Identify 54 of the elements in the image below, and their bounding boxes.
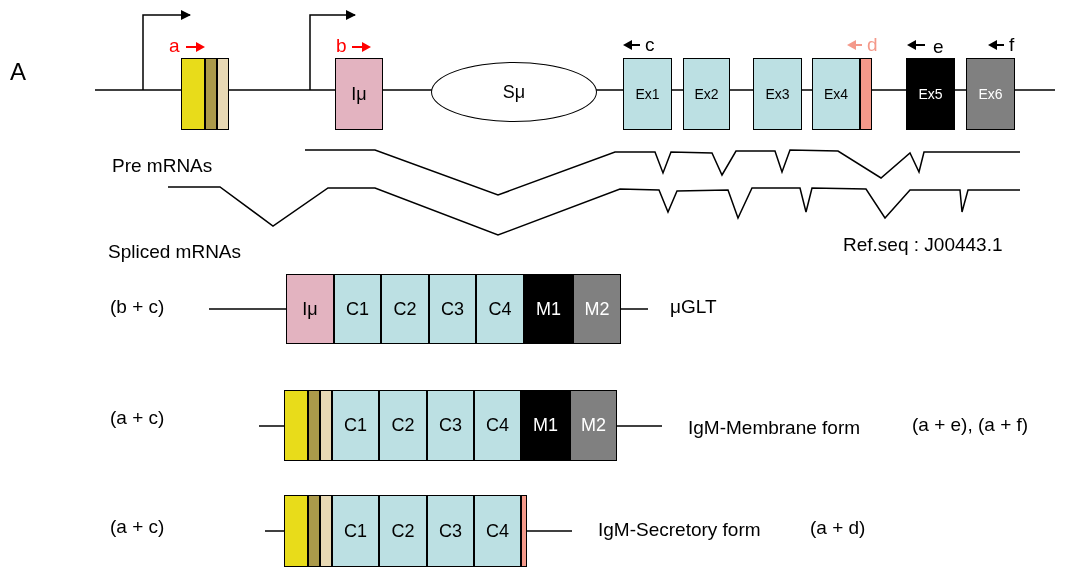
exon-block: C2 — [381, 274, 429, 344]
primer-label: d — [867, 34, 878, 56]
primer-label: e — [933, 36, 944, 58]
primer-pair-label: (b + c) — [110, 296, 165, 318]
exon-segment — [860, 58, 872, 130]
exon-block: C3 — [429, 274, 476, 344]
reference-label: Ref.seq : J00443.1 — [843, 234, 1003, 256]
primer-pair-label: (a + c) — [110, 407, 165, 429]
switch-region: Sμ — [431, 62, 597, 122]
transcript-label: IgM-Membrane form — [688, 417, 861, 439]
exon-block: C2 — [379, 390, 427, 461]
primer-label: f — [1009, 34, 1015, 56]
primer-label: a — [169, 35, 180, 57]
exon-block: C1 — [332, 390, 379, 461]
exon-block: M1 — [521, 390, 570, 461]
exon-block: Ex1 — [623, 58, 672, 130]
exon-segment — [284, 495, 308, 567]
exon-block: C1 — [332, 495, 379, 567]
exon-block: C3 — [427, 390, 474, 461]
exon-block: Ex2 — [683, 58, 730, 130]
exon-segment — [217, 58, 229, 130]
exon-block: C1 — [334, 274, 381, 344]
exon-block: Ex6 — [966, 58, 1015, 130]
primer-label: c — [645, 34, 655, 56]
exon-block: Ex3 — [753, 58, 802, 130]
row-label: Spliced mRNAs — [108, 241, 242, 263]
exon-segment — [181, 58, 205, 130]
exon-segment — [205, 58, 217, 130]
exon-block: C4 — [474, 390, 521, 461]
exon-segment — [308, 390, 320, 461]
exon-block: Iμ — [335, 58, 383, 130]
panel-letter: A — [10, 59, 26, 85]
exon-segment — [308, 495, 320, 567]
exon-block: C3 — [427, 495, 474, 567]
exon-block: C2 — [379, 495, 427, 567]
exon-segment — [320, 390, 332, 461]
exon-block: M2 — [573, 274, 621, 344]
exon-segment — [284, 390, 308, 461]
primer-pair-label: (a + c) — [110, 516, 165, 538]
exon-block: Iμ — [286, 274, 334, 344]
exon-segment — [521, 495, 527, 567]
exon-block: C4 — [476, 274, 524, 344]
transcript-label: IgM-Secretory form — [598, 519, 761, 541]
primer-pair-label: (a + d) — [810, 517, 866, 539]
transcript-label: μGLT — [670, 296, 717, 318]
primer-pair-label: (a + e), (a + f) — [912, 414, 1029, 436]
exon-block: M1 — [524, 274, 573, 344]
exon-block: M2 — [570, 390, 617, 461]
exon-block: Ex4 — [812, 58, 860, 130]
exon-block: C4 — [474, 495, 521, 567]
exon-block: Ex5 — [906, 58, 955, 130]
primer-label: b — [336, 35, 347, 57]
row-label: Pre mRNAs — [112, 155, 213, 177]
exon-segment — [320, 495, 332, 567]
